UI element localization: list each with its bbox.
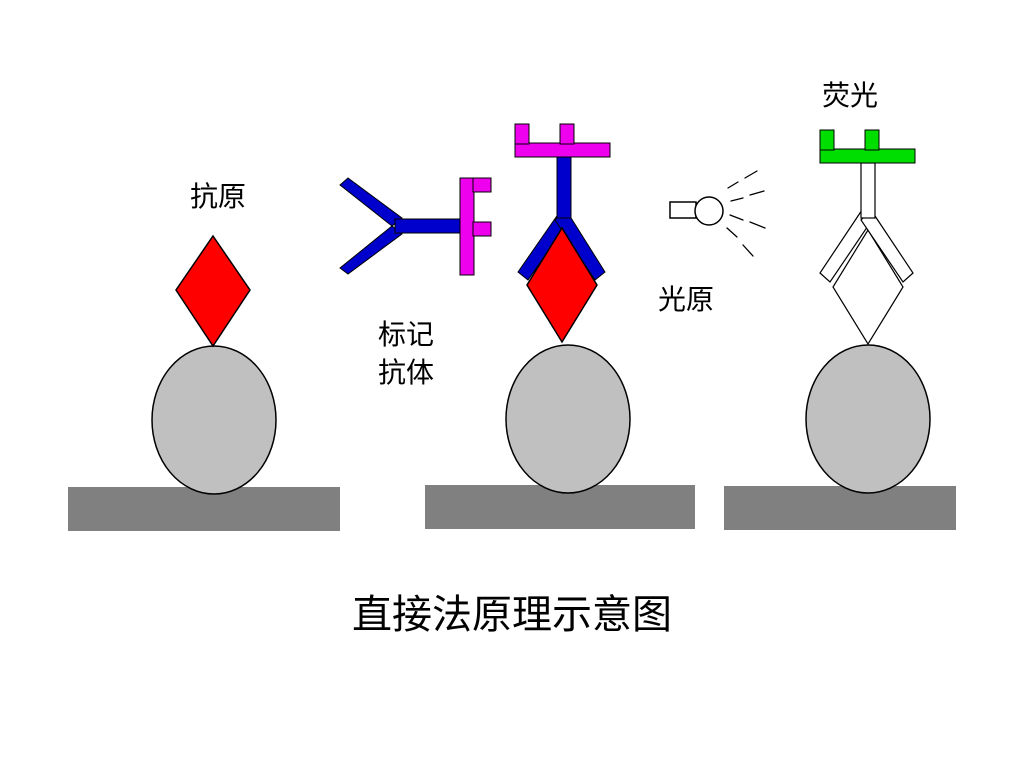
- label-marker-tab-lower: [472, 221, 492, 237]
- fluor-marker-bar: [819, 148, 916, 164]
- bead-3: [805, 344, 931, 494]
- bead-1: [151, 345, 277, 495]
- bulb-base: [669, 201, 697, 219]
- antigen-diamond-1: [175, 234, 251, 348]
- label-antigen: 抗原: [190, 180, 247, 213]
- antigen-diamond-2: [526, 226, 598, 344]
- label-fluorescence: 荧光: [822, 79, 879, 112]
- base-slab-1: [68, 487, 340, 531]
- fluor-antibody-arm-right: [860, 209, 914, 283]
- bulb-glass: [694, 196, 724, 226]
- fluor-marker-tab-left: [819, 129, 835, 151]
- fluor-marker-tab-right: [864, 129, 880, 151]
- light-rays: [726, 170, 766, 257]
- antigen-diamond-3-outline: [832, 228, 904, 346]
- base-slab-3: [724, 486, 956, 530]
- fluor-antibody-stem: [860, 162, 876, 219]
- light-source-bulb: [669, 170, 766, 257]
- panel-fluorescence: [724, 129, 956, 530]
- bound-antibody-stem: [556, 154, 572, 219]
- label-labeled-antibody-line2: 抗体: [378, 356, 435, 389]
- bound-marker-bar: [514, 142, 611, 158]
- bead-2: [505, 344, 631, 494]
- panel-bound: [425, 123, 695, 529]
- bound-marker-tab-left: [514, 123, 530, 145]
- free-labeled-antibody: [339, 177, 492, 276]
- bound-marker-tab-right: [559, 123, 575, 145]
- antibody-arm-upper: [339, 177, 403, 227]
- label-labeled-antibody-line1: 标记: [378, 318, 435, 351]
- label-light-source: 光原: [658, 283, 715, 316]
- label-marker-bar: [459, 177, 475, 276]
- antibody-arm-lower: [339, 225, 403, 275]
- antibody-stem: [394, 218, 462, 234]
- label-marker-tab-upper: [472, 177, 492, 193]
- bound-antibody-arm-right: [554, 209, 606, 281]
- diagram-title: 直接法原理示意图: [352, 592, 672, 638]
- panel-antigen: [68, 234, 340, 531]
